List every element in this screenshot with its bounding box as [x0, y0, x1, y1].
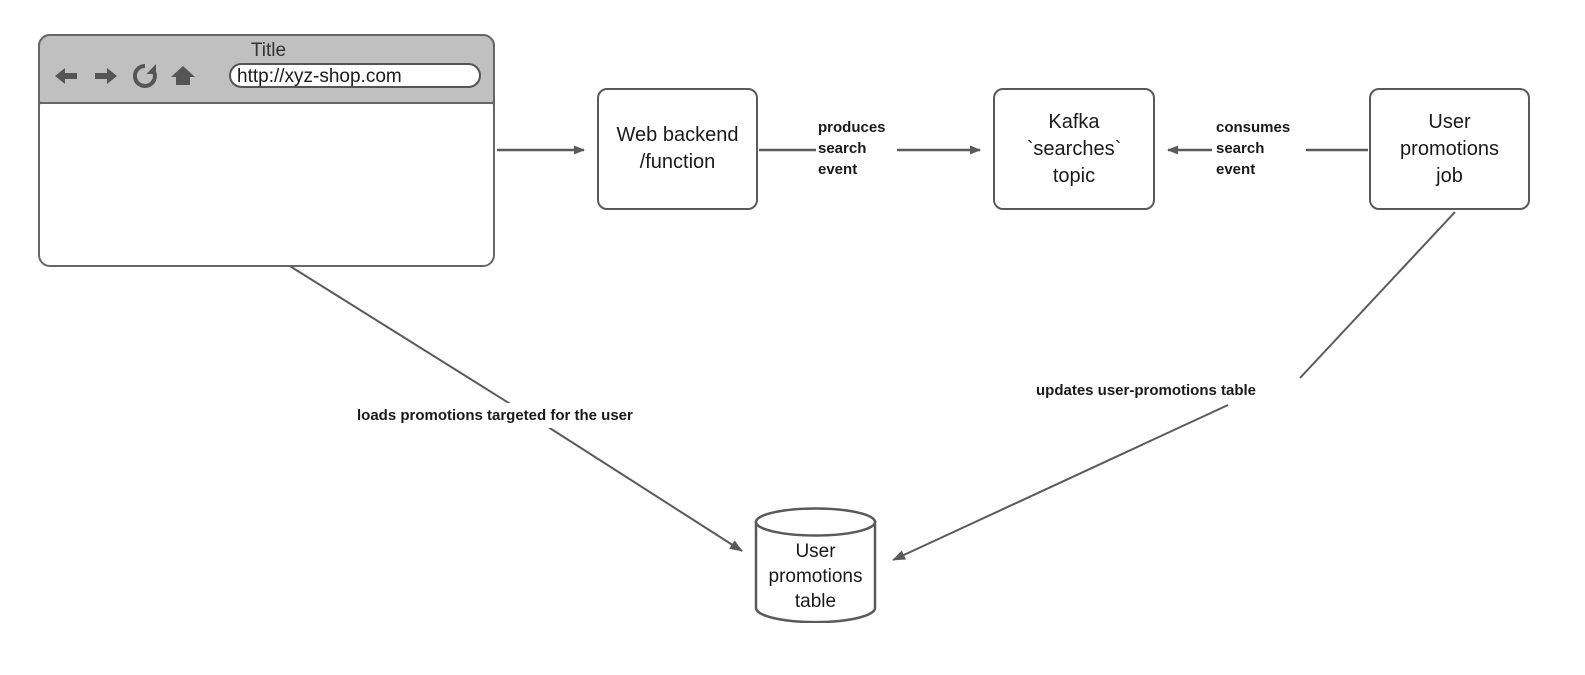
node-user-promotions-table[interactable]: User promotions table: [753, 507, 878, 623]
node-table-label: User promotions table: [753, 539, 878, 614]
node-label-line3: table: [794, 591, 837, 612]
edge-label-loads-promotions: loads promotions targeted for the user: [353, 403, 637, 428]
node-label-line2: promotions: [1400, 137, 1499, 160]
node-promo-job-label: User promotions job: [1400, 109, 1499, 190]
browser-window: Title: [38, 34, 495, 267]
node-label-line1: User: [795, 541, 836, 562]
edge-label-line3: event: [1216, 161, 1256, 178]
node-user-promotions-job[interactable]: User promotions job: [1369, 88, 1530, 210]
node-label-line2: promotions: [768, 566, 863, 587]
browser-title: Title: [250, 40, 287, 61]
home-icon[interactable]: [170, 64, 196, 88]
node-web-backend-label: Web backend /function: [617, 122, 739, 176]
edge-label-line1: produces: [818, 119, 886, 136]
node-label-line2: `searches`: [1026, 137, 1122, 160]
address-bar[interactable]: http://xyz-shop.com: [229, 63, 481, 88]
edge-label-consumes-search-event: consumes search event: [1216, 117, 1291, 180]
browser-viewport[interactable]: [38, 102, 495, 267]
browser-nav-icons: [52, 63, 196, 89]
edge-label-updates-user-promotions-table: updates user-promotions table: [1032, 378, 1261, 403]
browser-chrome-bar: Title: [38, 34, 495, 104]
edge-label-line1: consumes: [1216, 119, 1291, 136]
node-kafka-searches-topic[interactable]: Kafka `searches` topic: [993, 88, 1155, 210]
forward-arrow-icon[interactable]: [92, 64, 120, 88]
address-bar-value[interactable]: http://xyz-shop.com: [237, 66, 402, 87]
node-label-line3: topic: [1052, 164, 1096, 187]
node-label-line1: Kafka: [1048, 110, 1100, 133]
node-kafka-label: Kafka `searches` topic: [1027, 109, 1121, 190]
node-label-line2: /function: [639, 151, 716, 173]
edge-label-line3: event: [818, 161, 858, 178]
node-label-line1: Web backend: [616, 124, 739, 146]
node-label-line1: User: [1428, 110, 1471, 133]
node-label-line3: job: [1436, 164, 1463, 187]
edge-label-line2: search: [818, 140, 867, 157]
database-cylinder-icon: [754, 507, 877, 623]
edge-label-line2: search: [1216, 140, 1265, 157]
edge-label-produces-search-event: produces search event: [818, 117, 886, 180]
reload-icon[interactable]: [132, 63, 158, 89]
back-arrow-icon[interactable]: [52, 64, 80, 88]
node-web-backend[interactable]: Web backend /function: [597, 88, 758, 210]
